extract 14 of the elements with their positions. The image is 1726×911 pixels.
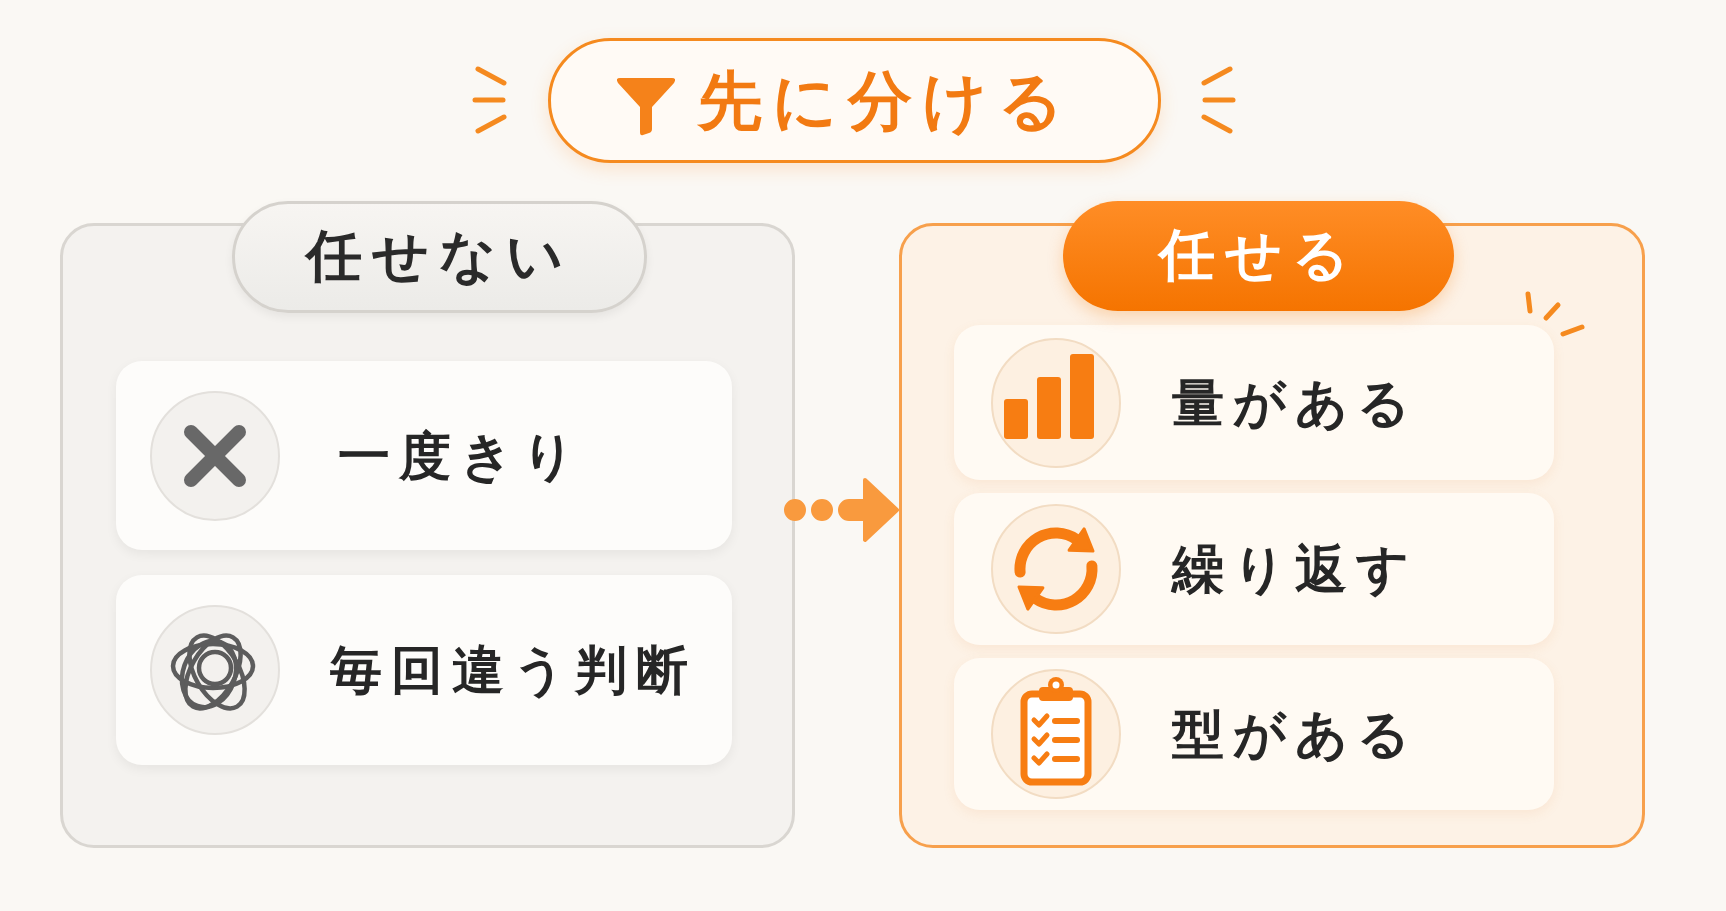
item-label: 繰り返す: [1172, 537, 1418, 601]
panel-heading: 任せない: [232, 201, 647, 313]
item-card: [116, 361, 732, 550]
arrow: [784, 478, 899, 542]
panel-heading: 任せる: [1063, 201, 1454, 311]
title: 先に分ける: [698, 62, 1074, 139]
item-card: [954, 325, 1554, 480]
item-card: [116, 575, 732, 765]
item-label: 型がある: [1172, 702, 1419, 766]
item-card: [954, 493, 1554, 645]
item-label: 一度きり: [338, 424, 584, 487]
item-label: 毎回違う判断: [330, 638, 697, 702]
item-card: [954, 658, 1554, 810]
item-label: 量がある: [1172, 371, 1419, 434]
